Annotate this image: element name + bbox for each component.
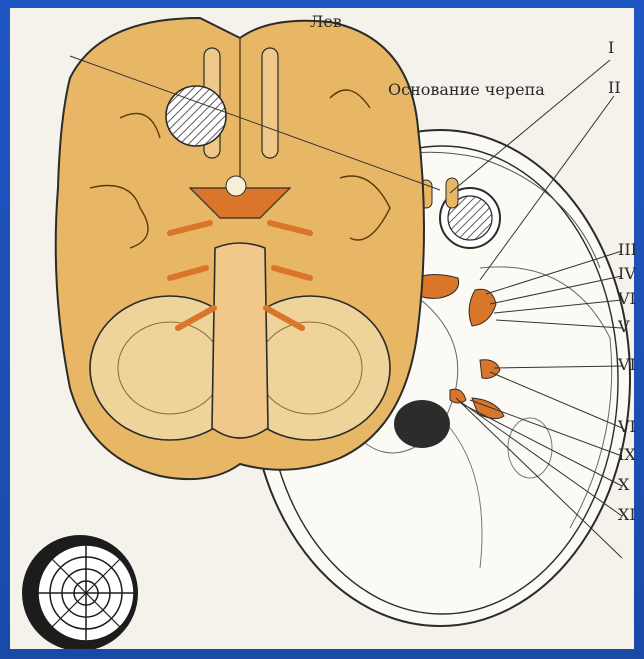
nerve-label-v: V	[618, 317, 630, 336]
visual-field-diagram	[22, 535, 138, 649]
nerve-label-vi-3: VI	[618, 417, 636, 436]
nerve-label-ix: IX	[618, 445, 636, 464]
illustration-canvas: Лев. Основание черепа I II III IV VI V V…	[10, 8, 634, 649]
left-side-label: Лев.	[310, 12, 347, 31]
nerve-label-x: X	[618, 475, 629, 494]
nerve-label-vi-2: VI	[618, 355, 636, 374]
skull-base-label: Основание черепа	[388, 80, 545, 99]
nerve-label-iv: IV	[618, 264, 636, 283]
anatomy-illustration	[10, 8, 634, 649]
nerve-label-vi-1: VI	[618, 289, 636, 308]
nerve-label-xi: XI	[618, 505, 636, 524]
hatched-region-brain	[166, 86, 226, 146]
nerve-label-i: I	[608, 38, 614, 57]
foramen-magnum	[394, 400, 450, 448]
nerve-label-ii: II	[608, 78, 621, 97]
nerve-label-iii: III	[618, 240, 637, 259]
